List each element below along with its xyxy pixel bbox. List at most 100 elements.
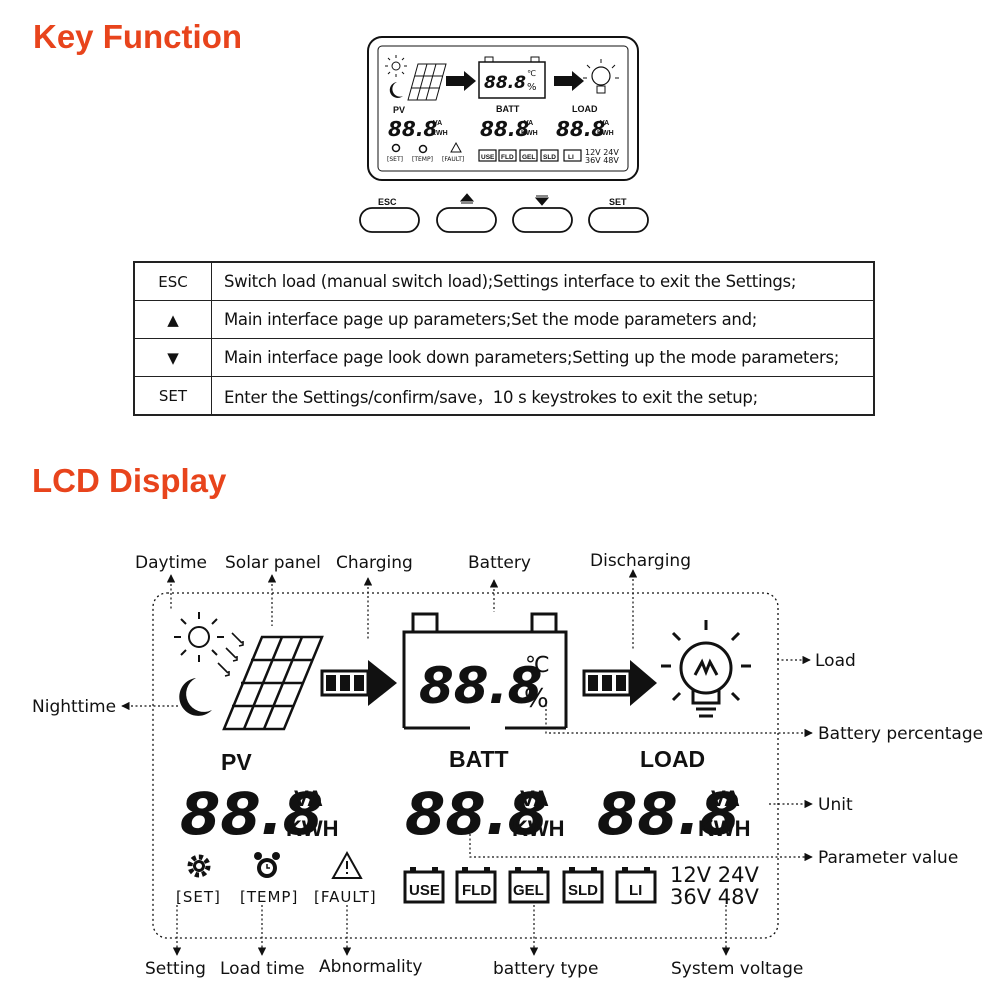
solar-panel-icon (222, 635, 324, 731)
small-percent: % (527, 82, 537, 93)
lcd-display-title: LCD Display (32, 462, 227, 499)
temp-unit: ℃ (525, 653, 550, 678)
pv-unit-kwh: KWH (286, 816, 339, 841)
callout-parameter-value: Parameter value (818, 848, 958, 868)
description-cell: Enter the Settings/confirm/save，10 s key… (211, 376, 875, 416)
callout-load-time: Load time (220, 959, 305, 979)
small-lcd-device: 88.8 ℃ % PV BATT LOAD 88.8 VA KWH 88.8 V… (367, 36, 639, 181)
small-load-label: LOAD (572, 104, 598, 114)
set-status-label: [SET] (176, 888, 221, 906)
pv-digits: 88.8 (180, 780, 323, 848)
battery-type-gel: GEL (508, 867, 550, 904)
callout-unit: Unit (818, 795, 853, 815)
battery-type-row: USE FLD GEL SLD LI (403, 867, 657, 904)
discharging-arrow-icon (582, 660, 657, 706)
small-load-digits: 88.8 (556, 117, 605, 141)
key-function-title: Key Function (33, 18, 243, 55)
small-batt-va: VA (524, 120, 533, 127)
callout-nighttime: Nighttime (32, 697, 116, 717)
small-temp-label: [TEMP] (412, 156, 433, 163)
callout-discharging: Discharging (590, 551, 691, 571)
key-cell: ESC (133, 261, 212, 301)
svg-text:FLD: FLD (462, 882, 491, 899)
callout-system-voltage: System voltage (671, 959, 803, 979)
small-pv-va: VA (433, 120, 442, 127)
svg-text:USE: USE (409, 882, 440, 899)
battery-type-sld: SLD (562, 867, 604, 904)
description-cell: Main interface page look down parameters… (211, 338, 875, 377)
small-battery-type-row: USE FLD GEL SLD LI (478, 149, 582, 162)
batt-digits: 88.8 (405, 780, 548, 848)
pv-unit-va: VA (294, 786, 323, 811)
small-bulb-icon (583, 59, 619, 94)
small-load-va: VA (600, 120, 609, 127)
light-bulb-icon (661, 620, 751, 718)
callout-battery-percentage: Battery percentage (818, 724, 983, 744)
svg-text:LI: LI (629, 882, 642, 899)
small-fault-label: [FAULT] (442, 156, 464, 163)
key-cell: ▲ (133, 300, 212, 339)
sun-icon (174, 612, 224, 662)
small-batt-digits: 88.8 (484, 73, 526, 93)
description-cell: Main interface page up parameters;Set th… (211, 300, 875, 339)
esc-button-label: ESC (378, 197, 397, 207)
small-pv-digits: 88.8 (388, 117, 437, 141)
small-set-label: [SET] (387, 156, 403, 163)
svg-text:USE: USE (481, 154, 495, 161)
small-gear-icon (391, 143, 401, 153)
batt-label: BATT (449, 746, 509, 772)
down-triangle-icon (534, 195, 550, 206)
small-batt-digits-2: 88.8 (480, 117, 529, 141)
small-load-kwh: KWH (597, 130, 614, 137)
svg-text:SLD: SLD (568, 882, 598, 899)
small-temp-unit: ℃ (527, 69, 536, 78)
callout-battery: Battery (468, 553, 531, 573)
callout-daytime: Daytime (135, 553, 207, 573)
fault-status-label: [FAULT] (314, 888, 377, 906)
up-triangle-icon (459, 193, 475, 204)
table-row: SET Enter the Settings/confirm/save，10 s… (133, 376, 875, 416)
set-button[interactable] (588, 207, 649, 233)
small-sun-icon (385, 55, 407, 77)
key-cell: SET (133, 376, 212, 416)
percent-sign: % (524, 684, 549, 714)
battery-type-fld: FLD (455, 867, 497, 904)
batt-unit-va: VA (520, 786, 549, 811)
callout-lines (121, 569, 813, 956)
callout-setting: Setting (145, 959, 206, 979)
small-discharging-arrow-icon (554, 71, 584, 91)
warning-icon (331, 850, 363, 879)
charging-arrow-icon (320, 660, 397, 706)
callout-battery-type: battery type (493, 959, 598, 979)
sunlight-arrows-icon (217, 632, 244, 677)
small-charging-arrow-icon (446, 71, 476, 91)
batt-unit-kwh: KWH (512, 816, 565, 841)
svg-text:SLD: SLD (543, 154, 556, 161)
small-pv-label: PV (393, 105, 405, 115)
down-button[interactable] (512, 207, 573, 233)
svg-text:GEL: GEL (522, 154, 535, 161)
moon-icon (179, 678, 212, 716)
voltage-row2: 36V 48V (670, 885, 759, 909)
set-button-label: SET (609, 197, 627, 207)
battery-type-use: USE (403, 867, 445, 904)
battery-digits: 88.8 (419, 657, 542, 715)
gear-icon (187, 854, 211, 878)
load-unit-va: VA (711, 786, 740, 811)
up-button[interactable] (436, 207, 497, 233)
small-pv-kwh: KWH (431, 130, 448, 137)
callout-charging: Charging (336, 553, 413, 573)
load-label: LOAD (640, 746, 705, 772)
table-row: ESC Switch load (manual switch load);Set… (133, 261, 875, 301)
description-cell: Switch load (manual switch load);Setting… (211, 261, 875, 301)
small-voltage-row1: 12V 24V (585, 148, 619, 157)
battery-type-li: LI (615, 867, 657, 904)
small-voltage-row2: 36V 48V (585, 156, 619, 165)
esc-button[interactable] (359, 207, 420, 233)
battery-icon (402, 612, 568, 730)
lcd-frame (152, 592, 779, 939)
callout-load: Load (815, 651, 856, 671)
small-clock-icon (418, 144, 428, 154)
small-moon-icon (389, 82, 403, 98)
temp-status-label: [TEMP] (240, 888, 298, 906)
